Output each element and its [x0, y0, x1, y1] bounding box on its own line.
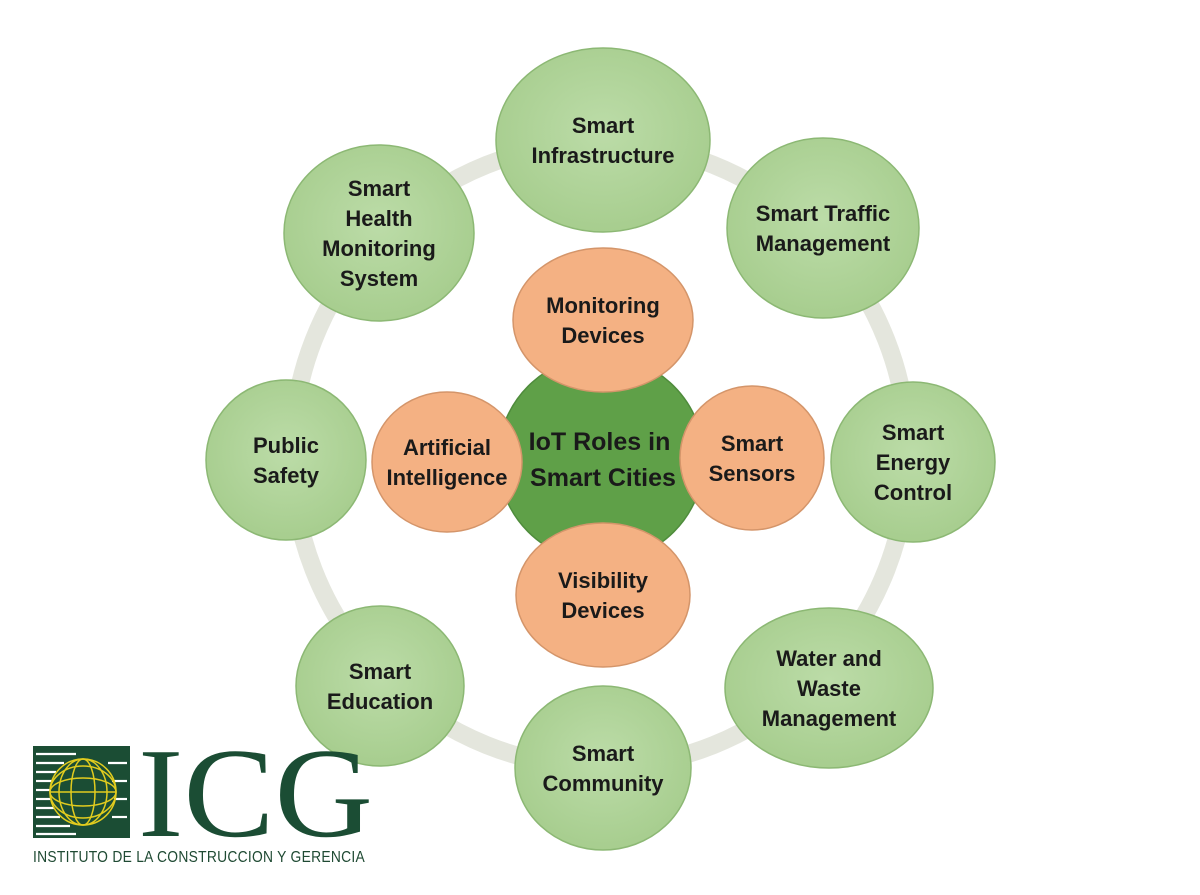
visibility-devices-shape	[515, 522, 691, 668]
smart-health-monitoring-system-shape	[283, 144, 475, 322]
icg-logo: ICG INSTITUTO DE LA CONSTRUCCION Y GEREN…	[33, 722, 373, 866]
smart-traffic-management-shape	[726, 137, 920, 319]
smart-community-shape	[514, 685, 692, 851]
smart-energy-control-shape	[830, 381, 996, 543]
smart-infrastructure-shape	[495, 47, 711, 233]
svg-text:INSTITUTO DE LA CONSTRUCCION Y: INSTITUTO DE LA CONSTRUCCION Y GERENCIA	[33, 849, 365, 866]
svg-text:ICG: ICG	[138, 722, 373, 864]
smart-education-shape	[295, 605, 465, 767]
center-label: IoT Roles in Smart Cities	[529, 428, 678, 492]
smart-sensors-shape	[679, 385, 825, 531]
monitoring-devices-shape	[512, 247, 694, 393]
public-safety-shape	[205, 379, 367, 541]
artificial-intelligence-shape	[371, 391, 523, 533]
water-and-waste-management-shape	[724, 607, 934, 769]
